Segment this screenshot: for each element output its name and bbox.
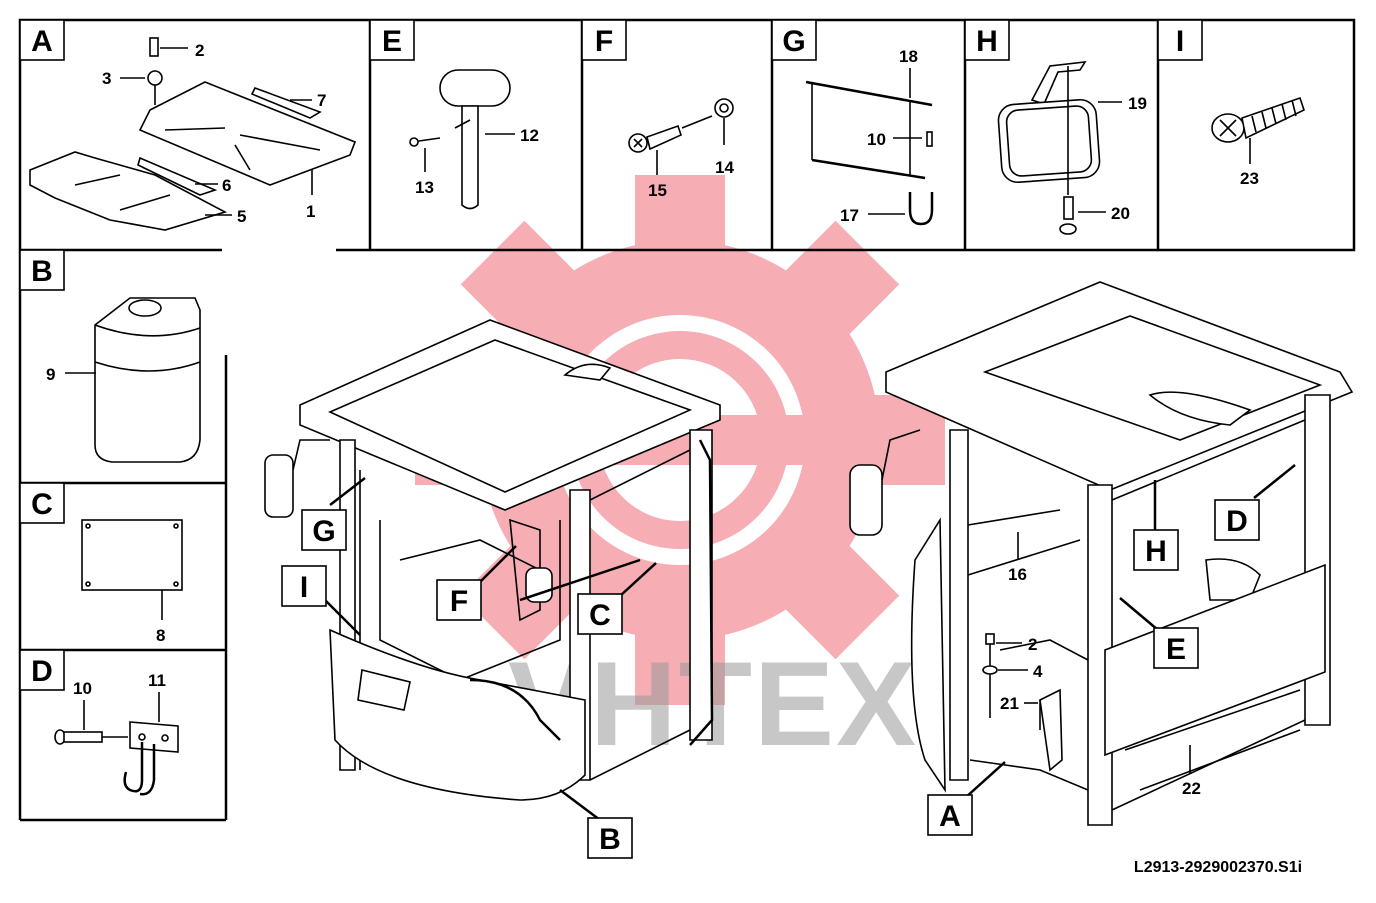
panel-a-letter: A bbox=[31, 25, 53, 58]
mirror-part bbox=[997, 61, 1101, 235]
drawing-reference: L2913-2929002370.S1i bbox=[1134, 859, 1302, 876]
svg-text:C: C bbox=[589, 599, 611, 632]
svg-text:A: A bbox=[939, 800, 961, 833]
panel-f: F 14 15 bbox=[581, 19, 734, 200]
svg-text:F: F bbox=[450, 585, 468, 618]
callout-1: 1 bbox=[306, 202, 315, 221]
panel-c: C 8 bbox=[19, 482, 183, 645]
panel-a: A 2 3 7 6 5 1 bbox=[19, 19, 357, 231]
panel-g: G 18 10 17 bbox=[771, 19, 934, 226]
callout-6: 6 bbox=[222, 176, 231, 195]
callout-3: 3 bbox=[102, 69, 111, 88]
callout-2: 2 bbox=[195, 41, 204, 60]
cab-right-illustration bbox=[849, 281, 1354, 826]
callout-2-cab: 2 bbox=[1028, 635, 1037, 654]
cab-right-labels: D H E A 16 2 4 21 22 bbox=[927, 464, 1296, 836]
panel-i-letter: I bbox=[1176, 25, 1184, 58]
panel-i: I 23 bbox=[1157, 19, 1305, 188]
coat-hook-part bbox=[54, 721, 179, 796]
panel-h-letter: H bbox=[976, 25, 998, 58]
callout-22: 22 bbox=[1182, 779, 1201, 798]
screw-washer-part bbox=[628, 98, 734, 153]
panel-h: H 19 20 bbox=[964, 19, 1147, 235]
panel-e: E 12 13 bbox=[369, 19, 539, 210]
decal-plate-part bbox=[81, 519, 183, 591]
callout-5: 5 bbox=[237, 207, 246, 226]
cab-left-illustration bbox=[264, 319, 721, 801]
callout-16: 16 bbox=[1008, 565, 1027, 584]
panel-d: D 10 11 bbox=[19, 649, 179, 796]
cab-left-labels: G I F C B bbox=[281, 477, 657, 859]
callout-11: 11 bbox=[148, 671, 166, 690]
svg-text:B: B bbox=[599, 823, 621, 856]
panel-f-letter: F bbox=[595, 25, 613, 58]
callout-13: 13 bbox=[415, 178, 434, 197]
panel-b-letter: B bbox=[31, 255, 53, 288]
panel-b: B 9 bbox=[19, 249, 201, 463]
svg-text:G: G bbox=[312, 515, 335, 548]
callout-18: 18 bbox=[899, 47, 918, 66]
callout-9: 9 bbox=[46, 365, 55, 384]
callout-10-g: 10 bbox=[867, 130, 886, 149]
svg-text:D: D bbox=[1226, 505, 1248, 538]
svg-text:I: I bbox=[300, 571, 308, 604]
hammer-part bbox=[409, 69, 511, 210]
tapping-screw-part bbox=[1211, 96, 1305, 143]
callout-21: 21 bbox=[1000, 694, 1019, 713]
callout-17: 17 bbox=[840, 206, 859, 225]
callout-14: 14 bbox=[715, 158, 734, 177]
callout-19: 19 bbox=[1128, 94, 1147, 113]
callout-20: 20 bbox=[1111, 204, 1130, 223]
callout-23: 23 bbox=[1240, 169, 1259, 188]
sunshade-part bbox=[805, 80, 934, 226]
callout-8: 8 bbox=[156, 626, 165, 645]
water-tank-part bbox=[94, 297, 201, 463]
callout-10-d: 10 bbox=[73, 679, 92, 698]
panel-d-letter: D bbox=[31, 655, 53, 688]
callout-12: 12 bbox=[520, 126, 539, 145]
callout-4: 4 bbox=[1033, 662, 1043, 681]
panel-g-letter: G bbox=[782, 25, 805, 58]
svg-text:H: H bbox=[1145, 535, 1167, 568]
callout-7: 7 bbox=[317, 91, 326, 110]
svg-text:E: E bbox=[1166, 633, 1186, 666]
floor-plate-part bbox=[29, 37, 357, 231]
callout-15: 15 bbox=[648, 181, 667, 200]
panel-e-letter: E bbox=[382, 25, 402, 58]
panel-c-letter: C bbox=[31, 488, 53, 521]
